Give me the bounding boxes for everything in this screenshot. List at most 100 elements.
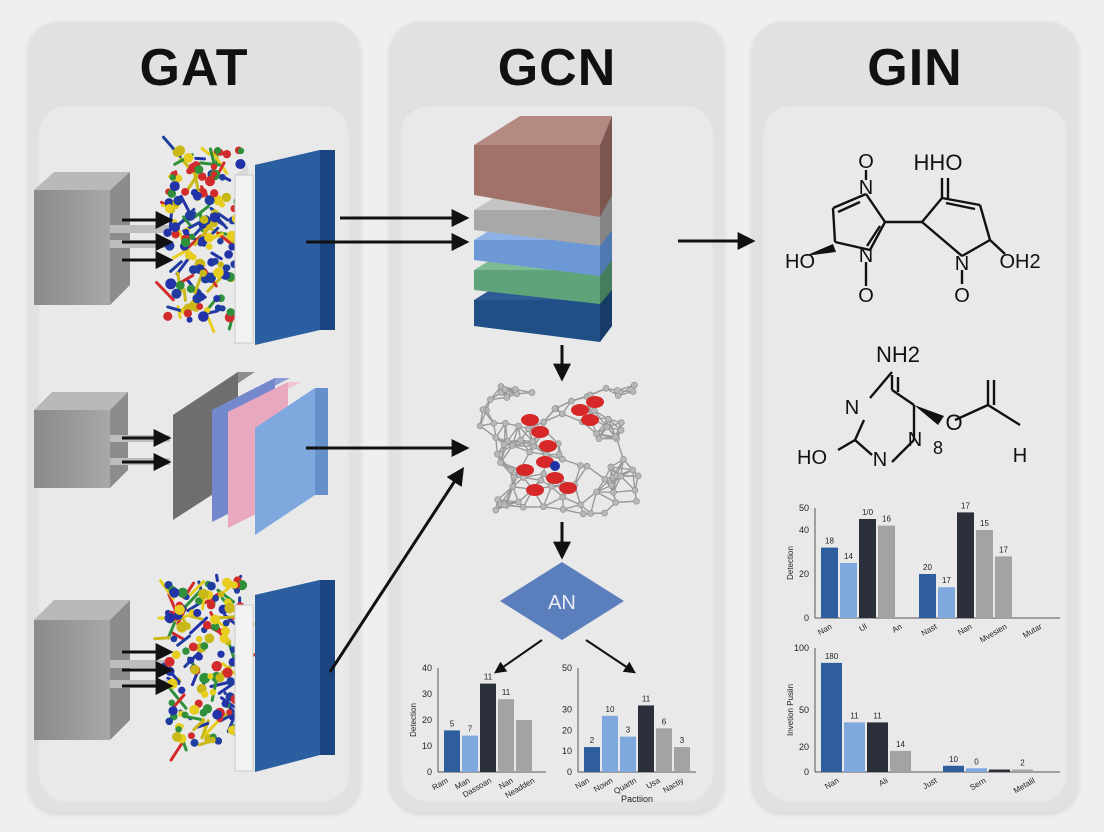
protein-atom xyxy=(182,647,190,655)
protein-atom xyxy=(223,264,231,271)
x-axis-label: Pactiion xyxy=(621,794,653,804)
graph-edge xyxy=(593,410,608,428)
bar-value-label: 11 xyxy=(484,673,493,682)
protein-atom xyxy=(214,146,222,155)
protein-atom xyxy=(195,652,203,661)
y-tick-label: 50 xyxy=(562,663,572,673)
graph-highlight-node xyxy=(559,482,577,494)
protein-atom xyxy=(198,311,209,322)
atom-label: HO xyxy=(785,251,815,273)
x-tick-label: Mvesien xyxy=(978,622,1008,645)
bar xyxy=(1012,769,1033,772)
graph-node xyxy=(559,493,567,501)
protein-atom xyxy=(186,284,196,294)
bar-value-label: 16 xyxy=(882,515,891,524)
y-tick-label: 50 xyxy=(799,705,809,715)
bar-value-label: 11 xyxy=(502,688,511,697)
graph-node xyxy=(613,387,621,394)
graph-node xyxy=(501,386,509,393)
graph-node xyxy=(493,450,501,458)
protein-atom xyxy=(204,633,215,644)
bar xyxy=(638,705,654,772)
graph-edge xyxy=(500,445,514,464)
protein-bond xyxy=(193,204,211,219)
bar-value-label: 1/0 xyxy=(862,508,874,517)
protein-atom xyxy=(189,704,200,715)
protein-bond xyxy=(169,260,183,273)
protein-bond xyxy=(182,589,202,610)
protein-bond xyxy=(200,146,211,156)
protein-atom xyxy=(164,204,174,213)
protein-atom xyxy=(168,706,178,716)
protein-atom xyxy=(199,215,209,224)
graph-highlight-node xyxy=(536,456,554,468)
graph-node xyxy=(618,419,625,426)
bar-value-label: 180 xyxy=(825,652,839,661)
bar-value-label: 3 xyxy=(626,726,631,735)
graph-node xyxy=(497,459,504,466)
graph-highlight-node xyxy=(516,464,534,476)
protein-atom xyxy=(175,280,185,290)
graph-highlight-node xyxy=(586,396,604,408)
bar xyxy=(602,715,618,772)
bar-value-label: 0 xyxy=(974,757,979,766)
protein-bond xyxy=(215,573,219,583)
graph-edge xyxy=(523,473,544,479)
bar xyxy=(584,747,600,772)
protein-atom xyxy=(174,604,185,616)
graph-node xyxy=(629,466,637,474)
graph-node xyxy=(559,455,566,463)
protein-atom xyxy=(237,147,245,155)
graph-node xyxy=(540,418,547,426)
protein-atom xyxy=(183,152,194,163)
gat-layer-plates-1 xyxy=(234,150,335,345)
protein-bond xyxy=(188,580,206,597)
y-tick-label: 20 xyxy=(562,725,572,735)
atom-label: O xyxy=(954,285,970,307)
bar-value-label: 11 xyxy=(850,711,859,720)
bar xyxy=(867,722,888,772)
graph-node xyxy=(602,385,610,392)
protein-atom xyxy=(190,738,199,747)
protein-atom xyxy=(181,711,189,719)
graph-node xyxy=(631,381,638,389)
graph-node xyxy=(612,499,619,506)
protein-atom xyxy=(226,308,235,317)
y-tick-label: 0 xyxy=(427,767,432,777)
y-tick-label: 30 xyxy=(422,689,432,699)
protein-atom xyxy=(213,267,224,279)
protein-atom xyxy=(167,189,176,198)
graph-edge xyxy=(543,413,563,423)
protein-bond xyxy=(206,316,216,333)
atom-label: N xyxy=(859,177,873,199)
protein-bond xyxy=(210,251,223,261)
y-tick-label: 10 xyxy=(422,741,432,751)
protein-bond xyxy=(196,721,210,729)
x-tick-label: Nactiy xyxy=(661,776,685,795)
protein-atom xyxy=(219,634,229,644)
graph-node xyxy=(555,451,563,458)
graph-edge xyxy=(542,486,553,508)
graph-node xyxy=(492,506,500,514)
bar xyxy=(878,525,895,618)
protein-atom xyxy=(171,288,182,299)
y-tick-label: 20 xyxy=(799,569,809,579)
bar xyxy=(480,683,496,772)
gat-input-block-1 xyxy=(34,172,170,305)
bar-value-label: 10 xyxy=(949,755,958,764)
graph-edge xyxy=(518,425,534,443)
graph-node xyxy=(487,396,494,403)
protein-atom xyxy=(188,265,198,275)
x-tick-label: Nan xyxy=(816,622,833,637)
gcn-aggregation-label: AN xyxy=(548,592,576,614)
graph-edge xyxy=(503,486,514,506)
protein-atom xyxy=(170,222,181,232)
protein-atom xyxy=(207,598,215,607)
protein-bond xyxy=(186,715,202,721)
protein-atom xyxy=(181,187,190,196)
y-tick-label: 40 xyxy=(422,663,432,673)
bar xyxy=(919,574,936,618)
protein-atom xyxy=(163,311,173,321)
